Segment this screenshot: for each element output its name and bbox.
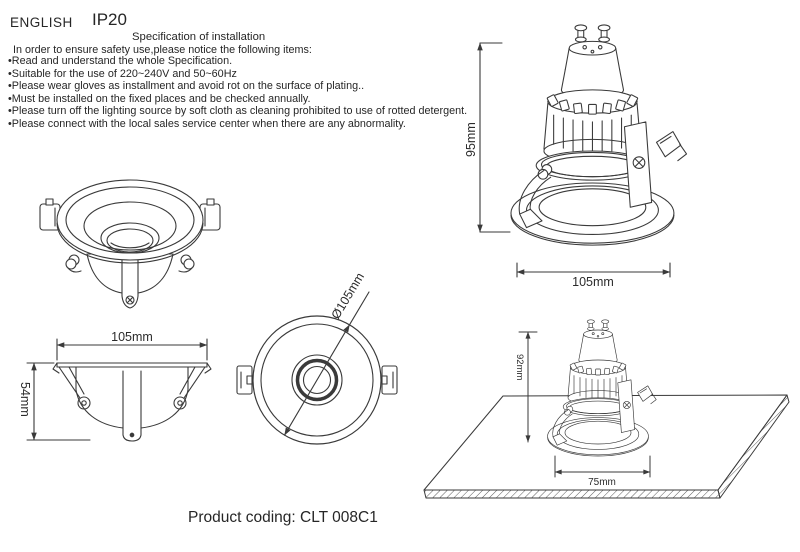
lamp-assembly — [510, 24, 688, 246]
trim-perspective-drawing — [39, 179, 221, 309]
width-dimension — [56, 338, 208, 361]
assembled-height-label: 95mm — [464, 122, 478, 157]
mounting-tab-left — [236, 365, 253, 395]
spec-item: •Must be installed on the fixed places a… — [8, 92, 311, 105]
spec-item: •Read and understand the whole Specifica… — [8, 55, 233, 67]
width-dimension — [516, 262, 671, 278]
spec-item: •Please connect with the local sales ser… — [8, 117, 406, 130]
spec-intro: In order to ensure safety use,please not… — [13, 44, 312, 56]
mounting-tab-left — [39, 198, 61, 231]
installation-height-label: 92mm — [514, 354, 525, 380]
spring-arm-left — [58, 366, 91, 410]
diameter-dimension — [283, 291, 370, 436]
cutout-dimension — [554, 455, 651, 478]
product-coding: Product coding: CLT 008C1 — [188, 509, 378, 526]
housing-body — [75, 366, 189, 442]
spring-arm-right — [173, 366, 206, 410]
flange — [52, 362, 212, 374]
ip-rating-label: IP20 — [92, 10, 127, 29]
assembled-lamp-drawing: 95mm 105mm — [464, 24, 688, 289]
mounting-tab-right — [199, 198, 221, 231]
height-dimension — [477, 42, 511, 233]
language-label: ENGLISH — [10, 15, 73, 30]
assembled-width-label: 105mm — [572, 275, 614, 289]
installation-drawing: 92mm 75mm — [423, 319, 790, 499]
spec-item: •Please wear gloves as installment and a… — [8, 80, 365, 93]
top-view-diameter-label: Ø105mm — [329, 270, 367, 321]
spec-item: •Suitable for the use of 220~240V and 50… — [8, 67, 237, 80]
side-view-height-label: 54mm — [18, 382, 32, 417]
height-dimension — [26, 362, 91, 441]
spring-hook-left — [65, 254, 82, 273]
spec-item-list: •Read and understand the whole Specifica… — [8, 55, 467, 131]
cutout-width-label: 75mm — [588, 477, 616, 488]
spring-hook-right — [178, 254, 195, 273]
trim-body — [86, 251, 174, 309]
side-view-width-label: 105mm — [111, 330, 153, 344]
lamp-assembly — [547, 319, 657, 457]
top-view-drawing: Ø105mm — [236, 270, 398, 445]
trim-rim — [56, 179, 204, 264]
spec-item: •Please turn off the lighting source by … — [8, 105, 468, 118]
spec-title: Specification of installation — [132, 31, 266, 43]
height-dimension — [518, 331, 538, 443]
mounting-tab-right — [381, 365, 398, 395]
side-section-drawing: 105mm 54mm — [18, 330, 212, 442]
